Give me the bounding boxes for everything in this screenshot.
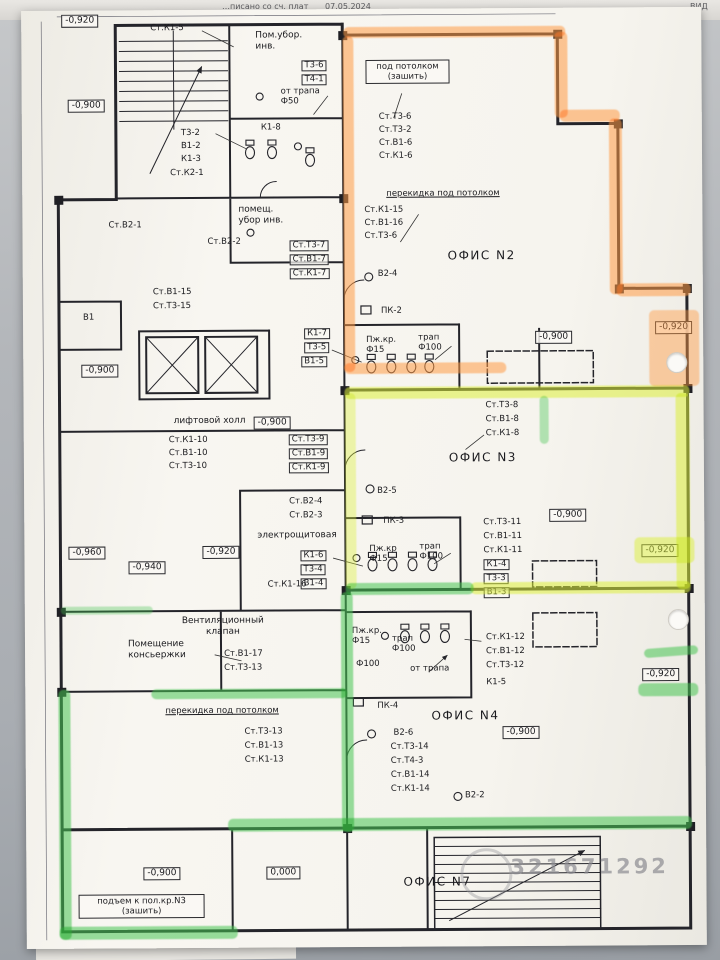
highlighter-mark-orange [344,362,507,375]
highlighter-mark-green [638,682,699,697]
highlighter-mark-green [151,688,348,700]
highlighter-mark-green [539,395,549,444]
highlighter-mark-green [59,925,238,940]
highlighter-mark-yellow [344,384,690,400]
highlighter-mark-orange [616,282,691,297]
highlighter-mark-orange [554,31,568,118]
highlighter-mark-orange [608,118,623,295]
watermark-text: 321671292 [510,854,669,880]
highlighter-mark-yellow [470,580,691,595]
highlighter-mark-orange [343,25,566,39]
highlighter-mark-yellow [634,536,695,564]
watermark-logo [460,848,513,901]
highlighter-mark-green [643,645,699,659]
punch-hole [667,608,689,631]
punch-hole [666,351,688,374]
adjacent-sheet-text-right: ВИД [690,2,708,11]
highlighter-mark-green [340,592,355,833]
adjacent-sheet-date: 07.05.2024 [325,2,371,11]
adjacent-sheet-text: …писано со сч. плат [222,2,309,11]
highlighter-mark-orange [342,36,356,373]
highlighter-mark-orange [648,309,700,387]
highlighter-mark-green [345,582,474,596]
highlighter-mark-green [228,815,693,832]
highlighter-mark-green [60,606,153,615]
highlighter-mark-green [58,689,72,940]
highlighter-mark-yellow [344,393,357,590]
